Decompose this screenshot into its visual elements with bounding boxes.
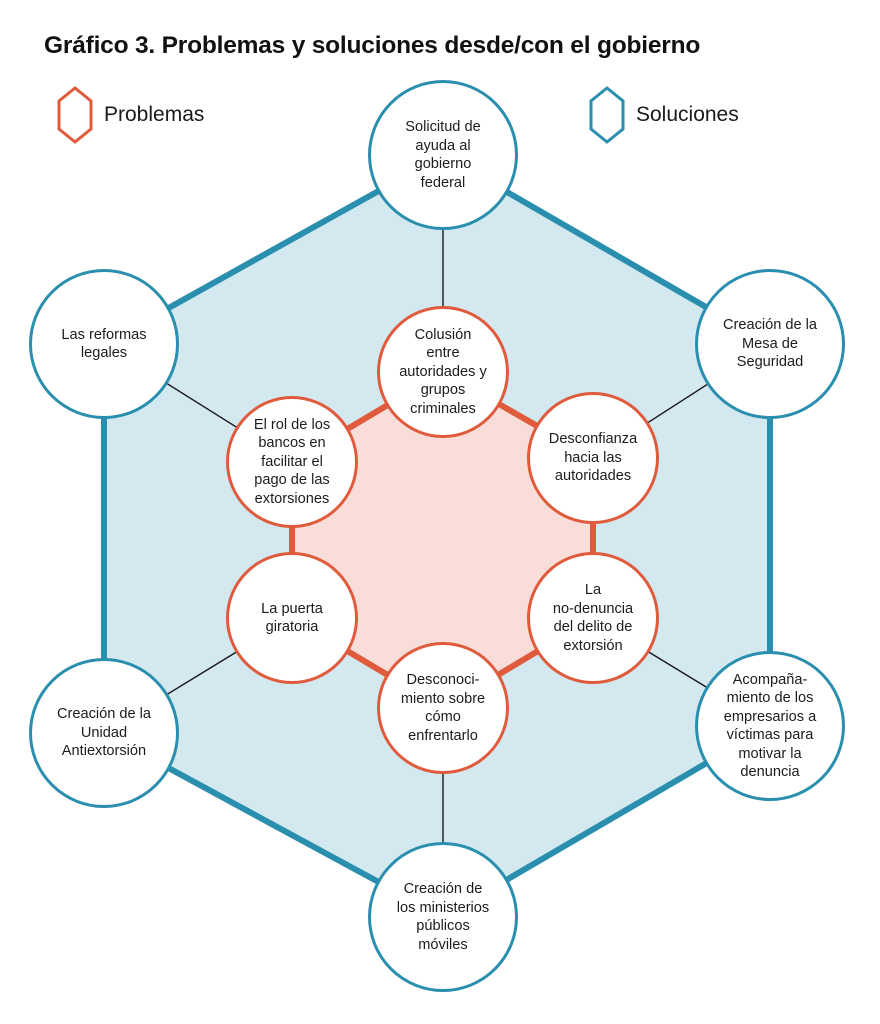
problem-node-upper-left: El rol de los bancos en facilitar el pag… bbox=[226, 396, 358, 528]
problem-hexagon-icon bbox=[57, 86, 93, 144]
solution-node-bottom: Creación de los ministerios públicos móv… bbox=[368, 842, 518, 992]
legend-solutions: Soluciones bbox=[588, 86, 739, 144]
chart-title: Gráfico 3. Problemas y soluciones desde/… bbox=[44, 32, 701, 59]
problem-label: Desconfianza hacia las autoridades bbox=[548, 431, 638, 485]
solution-label: Creación de la Unidad Antiextorsión bbox=[56, 706, 152, 760]
problem-node-lower-right: La no-denuncia del delito de extorsión bbox=[527, 552, 659, 684]
legend-solutions-label: Soluciones bbox=[636, 103, 739, 126]
problem-node-top: Colusión entre autoridades y grupos crim… bbox=[377, 306, 509, 438]
problem-label: La no-denuncia del delito de extorsión bbox=[552, 582, 634, 654]
solution-node-lower-left: Creación de la Unidad Antiextorsión bbox=[29, 658, 179, 808]
solution-hexagon-icon bbox=[589, 86, 625, 144]
problem-label: El rol de los bancos en facilitar el pag… bbox=[253, 416, 331, 507]
solution-node-lower-right: Acompaña- miento de los empresarios a ví… bbox=[695, 651, 845, 801]
solution-label: Creación de la Mesa de Seguridad bbox=[722, 317, 818, 371]
legend-problems: Problemas bbox=[56, 86, 204, 144]
problem-node-upper-right: Desconfianza hacia las autoridades bbox=[527, 392, 659, 524]
solution-label: Solicitud de ayuda al gobierno federal bbox=[405, 119, 481, 191]
legend-problems-label: Problemas bbox=[104, 103, 205, 126]
problem-node-lower-left: La puerta giratoria bbox=[226, 552, 358, 684]
solution-node-upper-left: Las reformas legales bbox=[29, 269, 179, 419]
problem-label: Colusión entre autoridades y grupos crim… bbox=[399, 326, 487, 417]
solution-node-upper-right: Creación de la Mesa de Seguridad bbox=[695, 269, 845, 419]
solution-label: Acompaña- miento de los empresarios a ví… bbox=[723, 671, 817, 781]
solution-label: Las reformas legales bbox=[61, 326, 147, 362]
problem-node-bottom: Desconoci- miento sobre cómo enfrentarlo bbox=[377, 642, 509, 774]
problem-label: La puerta giratoria bbox=[261, 600, 323, 636]
problem-label: Desconoci- miento sobre cómo enfrentarlo bbox=[400, 672, 486, 744]
solution-label: Creación de los ministerios públicos móv… bbox=[396, 881, 490, 953]
solution-node-top: Solicitud de ayuda al gobierno federal bbox=[368, 80, 518, 230]
